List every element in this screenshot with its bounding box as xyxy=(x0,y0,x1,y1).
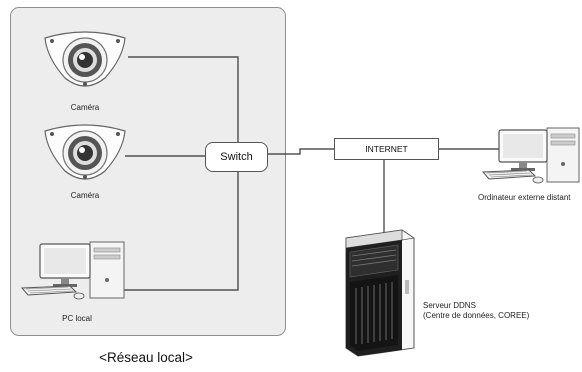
remote-pc-label: Ordinateur externe distant xyxy=(478,193,571,202)
ddns-server-label: Serveur DDNS (Centre de données, COREE) xyxy=(423,301,529,321)
local-network-caption: <Réseau local> xyxy=(99,350,193,365)
switch-node: Switch xyxy=(205,142,268,172)
line-switch-internet xyxy=(268,148,334,155)
line-local-pc xyxy=(108,172,239,291)
ddns-server-label-line1: Serveur DDNS xyxy=(423,301,476,310)
camera-top-label: Caméra xyxy=(70,103,100,112)
camera-bottom-label: Caméra xyxy=(70,191,100,200)
local-pc-label: PC local xyxy=(62,314,92,323)
internet-node: INTERNET xyxy=(334,138,439,160)
ddns-server-label-line2: (Centre de données, COREE) xyxy=(423,311,530,320)
line-camera-top xyxy=(128,56,239,142)
